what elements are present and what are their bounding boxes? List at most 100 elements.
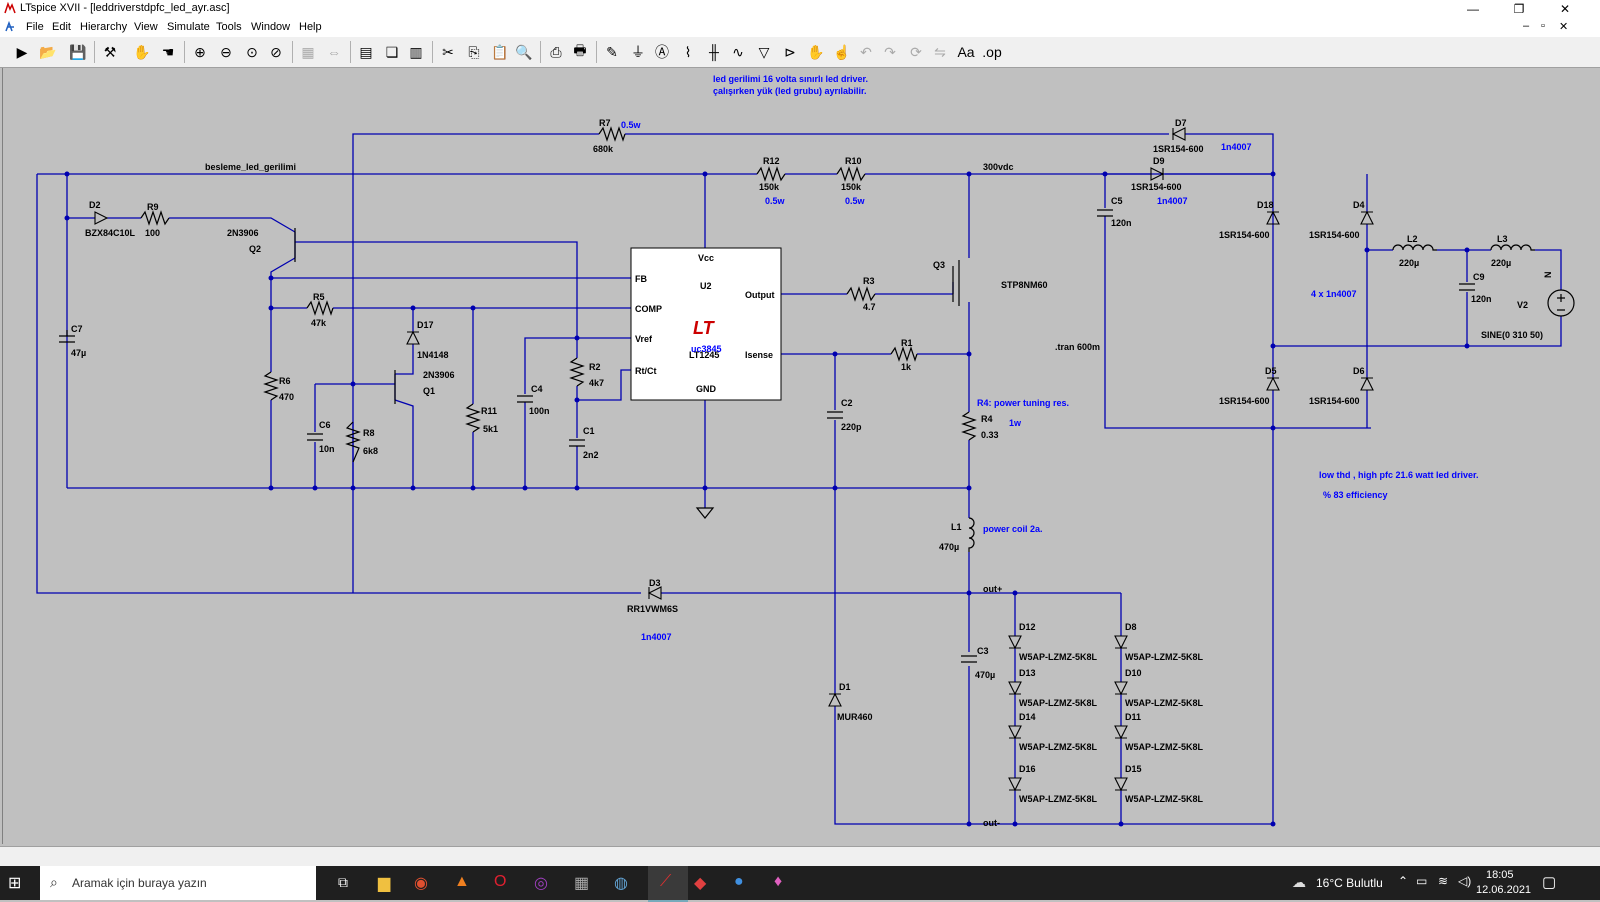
pan-icon[interactable]: ☚ — [161, 43, 175, 60]
autorange-icon[interactable]: ⇔ — [327, 44, 341, 60]
mdi-restore-button[interactable]: ▫ — [1541, 20, 1545, 32]
redo-icon[interactable]: ↷ — [884, 43, 896, 60]
close-button[interactable]: ✕ — [1559, 2, 1571, 16]
battery-icon[interactable]: ▭ — [1416, 874, 1428, 888]
clock-time[interactable]: 18:05 — [1486, 869, 1514, 881]
r7-symbol — [598, 126, 626, 142]
open-icon[interactable]: 📂 — [39, 43, 57, 60]
inductor-icon[interactable]: ∿ — [732, 43, 744, 60]
label-r5: R5 — [313, 292, 325, 302]
tran-directive[interactable]: .tran 600m — [1055, 342, 1100, 352]
menu-file[interactable]: File — [26, 21, 44, 33]
text-icon[interactable]: Aa — [957, 44, 975, 60]
zoom-fit-icon[interactable]: ⊙ — [246, 43, 258, 60]
mdi-close-button[interactable]: ✕ — [1559, 21, 1569, 33]
drag-icon[interactable]: ☝ — [833, 43, 851, 60]
r6-symbol — [263, 371, 279, 401]
value-d14: W5AP-LZMZ-5K8L — [1019, 742, 1097, 752]
volume-icon[interactable]: ◁) — [1458, 874, 1472, 888]
value-r6: 470 — [279, 392, 294, 402]
value-d11: W5AP-LZMZ-5K8L — [1125, 742, 1203, 752]
label-d11: D11 — [1125, 712, 1141, 722]
paste-icon[interactable]: 📋 — [491, 43, 509, 60]
value-c6: 10n — [319, 444, 335, 454]
control-panel-icon[interactable]: ⚒ — [103, 43, 117, 60]
cascade-icon[interactable]: ❏ — [385, 43, 399, 60]
ground-icon[interactable]: ⏚ — [631, 44, 645, 60]
minimize-button[interactable]: — — [1467, 2, 1479, 16]
label-d4: D4 — [1353, 200, 1365, 210]
halt-icon[interactable]: ✋ — [133, 43, 151, 60]
r9-symbol — [140, 210, 170, 226]
menu-bar: File Edit Hierarchy View Simulate Tools … — [0, 18, 1600, 37]
print-icon[interactable]: 🖶 — [573, 42, 587, 58]
vlc-icon[interactable]: ▲ — [454, 873, 470, 890]
media-icon[interactable]: ◎ — [534, 875, 548, 892]
menu-help[interactable]: Help — [299, 21, 322, 33]
grid-icon[interactable]: ▦ — [301, 43, 315, 60]
ground-symbol — [695, 507, 715, 519]
task-view-icon[interactable]: ⧉ — [338, 874, 348, 890]
menu-simulate[interactable]: Simulate — [167, 21, 210, 33]
file-explorer-icon[interactable]: ▆ — [378, 875, 391, 892]
note-low-thd: low thd , high pfc 21.6 watt led driver. — [1319, 470, 1479, 480]
run-icon[interactable]: ▶ — [16, 43, 28, 60]
cut-icon[interactable]: ✂ — [442, 43, 454, 60]
move-icon[interactable]: ✋ — [807, 43, 825, 60]
zoom-in-icon[interactable]: ⊕ — [194, 43, 206, 60]
app-red-icon[interactable]: ◉ — [414, 875, 428, 892]
save-icon[interactable]: 💾 — [69, 43, 87, 60]
mdi-minimize-button[interactable]: – — [1523, 20, 1530, 32]
label-d15: D15 — [1125, 764, 1142, 774]
value-r1: 1k — [901, 362, 912, 372]
ic-pin-gnd: GND — [696, 384, 717, 394]
undo-icon[interactable]: ↶ — [860, 43, 872, 60]
ltspice-task-icon[interactable]: ⟋ — [648, 866, 688, 902]
component-icon[interactable]: ⊳ — [784, 43, 796, 60]
maximize-button[interactable]: ❐ — [1513, 2, 1525, 16]
value-v2: SINE(0 310 50) — [1481, 330, 1543, 340]
capacitor-icon[interactable]: ╫ — [709, 44, 719, 60]
label-icon[interactable]: Ⓐ — [655, 44, 669, 60]
ic-u2-body[interactable] — [630, 247, 782, 401]
spice-directive-icon[interactable]: .op — [982, 44, 1002, 60]
diode-icon[interactable]: ▽ — [758, 43, 770, 60]
resistor-icon[interactable]: ⌇ — [684, 43, 692, 60]
app-drop-icon[interactable]: ♦ — [774, 873, 783, 890]
menu-hierarchy[interactable]: Hierarchy — [80, 21, 128, 33]
d12-symbol — [1008, 635, 1022, 650]
label-c2: C2 — [841, 398, 853, 408]
menu-view[interactable]: View — [134, 21, 158, 33]
zoom-out-icon[interactable]: ⊖ — [220, 43, 232, 60]
mirror-icon[interactable]: ⇋ — [934, 43, 946, 60]
app-globe-icon[interactable]: ◍ — [614, 875, 628, 892]
anydesk-icon[interactable]: ◆ — [694, 875, 707, 892]
notification-icon[interactable]: ▢ — [1542, 874, 1557, 891]
copy-icon[interactable]: ⎘ — [468, 43, 480, 60]
label-r1: R1 — [901, 338, 913, 348]
schematic-canvas[interactable]: Vcc FB COMP Vref Rt/Ct GND Output Isense… — [2, 68, 1599, 844]
tile-vertical-icon[interactable]: ▥ — [409, 43, 423, 60]
find-icon[interactable]: 🔍 — [515, 43, 533, 60]
net-300vdc: 300vdc — [983, 162, 1014, 172]
calculator-icon[interactable]: ▦ — [574, 875, 590, 892]
menu-tools[interactable]: Tools — [216, 21, 242, 33]
windows-start-icon[interactable]: ⊞ — [8, 875, 22, 892]
opera-icon[interactable]: O — [494, 873, 507, 890]
rotate-icon[interactable]: ⟳ — [910, 43, 922, 60]
menu-window[interactable]: Window — [251, 21, 291, 33]
taskbar-search-box[interactable]: ⌕ Aramak için buraya yazın — [40, 866, 316, 900]
app-blue-icon[interactable]: ● — [734, 873, 744, 890]
value-l1: 470µ — [939, 542, 959, 552]
tile-horizontal-icon[interactable]: ▤ — [359, 43, 373, 60]
menu-edit[interactable]: Edit — [52, 21, 71, 33]
wire-icon[interactable]: ✎ — [606, 43, 618, 60]
weather-text[interactable]: 16°C Bulutlu — [1316, 876, 1383, 890]
clock-date[interactable]: 12.06.2021 — [1476, 884, 1532, 896]
tray-chevron-icon[interactable]: ⌃ — [1398, 874, 1409, 888]
value-d1: MUR460 — [837, 712, 873, 722]
c1-symbol — [569, 439, 585, 447]
print-setup-icon[interactable]: ⎙ — [550, 43, 562, 60]
wifi-icon[interactable]: ≋ — [1438, 874, 1449, 888]
zoom-cancel-icon[interactable]: ⊘ — [270, 43, 282, 60]
